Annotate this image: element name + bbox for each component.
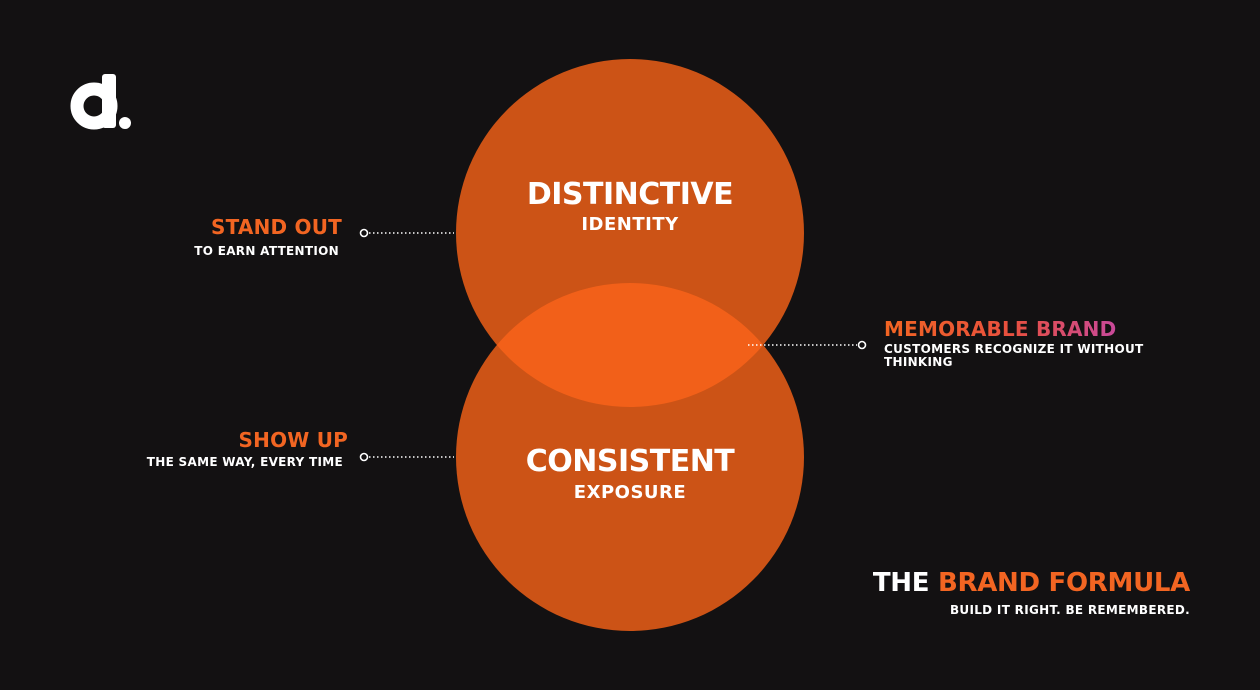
show-up-subtitle: THE SAME WAY, EVERY TIME — [146, 455, 343, 469]
memorable-brand-title: MEMORABLE BRAND — [884, 317, 1117, 341]
stand-out-connector — [359, 228, 454, 238]
stand-out-subtitle: TO EARN ATTENTION — [194, 244, 339, 258]
exposure-subtitle: EXPOSURE — [573, 482, 687, 503]
title-plain: THE — [872, 568, 930, 598]
memorable-subtitle-line1: CUSTOMERS RECOGNIZE IT WITHOUT — [884, 342, 1144, 356]
overlap-region — [456, 283, 804, 407]
identity-subtitle: IDENTITY — [581, 214, 679, 235]
stand-out-title: STAND OUT — [211, 215, 342, 239]
consistent-title: CONSISTENT — [525, 444, 735, 479]
brand-formula-title: THE BRAND FORMULA — [820, 568, 1190, 598]
show-up-connector — [359, 452, 454, 462]
brand-formula-tagline: BUILD IT RIGHT. BE REMEMBERED. — [949, 603, 1190, 617]
memorable-connector — [748, 340, 867, 350]
show-up-title: SHOW UP — [238, 428, 348, 452]
memorable-subtitle-line2: THINKING — [884, 355, 953, 369]
distinctive-title: DISTINCTIVE — [526, 177, 734, 212]
title-accent: BRAND FORMULA — [937, 568, 1190, 598]
d-dot-logo — [70, 74, 131, 130]
